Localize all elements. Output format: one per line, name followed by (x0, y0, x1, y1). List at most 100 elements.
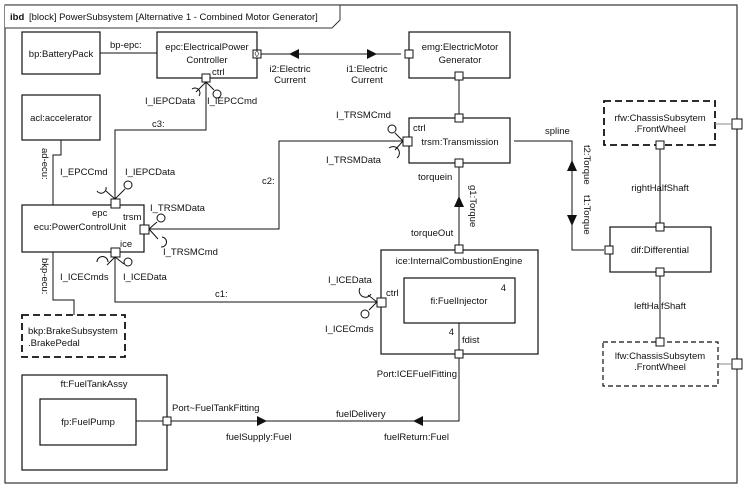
connector-bkp-ecu[interactable] (52, 252, 75, 315)
frame-title-tab (5, 4, 341, 29)
arrow-left-icon (413, 416, 423, 426)
spline-label: spline (545, 126, 570, 137)
trsm-cmd-label: I_TRSMCmd (336, 110, 391, 121)
ice-ctrl-port[interactable] (376, 297, 387, 308)
i1-label-line1: i1:Electric (346, 64, 387, 75)
part-fuel-injector[interactable]: fi:FuelInjector 4 (403, 277, 516, 324)
epc-ctrl-label: ctrl (212, 67, 225, 78)
battery-pack-label: bp:BatteryPack (29, 49, 94, 60)
frame-title: [block] PowerSubsystem [Alternative 1 - … (29, 12, 318, 23)
i2-label-line1: i2:Electric (269, 64, 310, 75)
part-right-front-wheel[interactable]: rfw:ChassisSubsytem .FrontWheel (603, 100, 716, 146)
c2-label: c2: (262, 176, 275, 187)
part-electric-motor-generator[interactable]: emg:ElectricMotor Generator (408, 31, 511, 79)
rfw-label-line1: rfw:ChassisSubsytem (614, 113, 705, 124)
emg-shaft-port[interactable] (454, 71, 464, 81)
c3-label: c3: (152, 119, 165, 130)
trsm-torquein-port[interactable] (454, 158, 464, 168)
fuel-delivery-label: fuelDelivery (336, 409, 386, 420)
trsm-shaft-port[interactable] (454, 113, 464, 123)
ecu-label: ecu:PowerControlUnit (34, 222, 127, 233)
epc-label-line2: Controller (186, 55, 227, 66)
part-power-control-unit[interactable]: ecu:PowerControlUnit (21, 204, 145, 253)
ecu-icecmds-label: I_ICECmds (60, 272, 109, 283)
bkp-label-line1: bkp:BrakeSubsystem (28, 326, 118, 337)
rfw-label-line2: .FrontWheel (634, 124, 686, 135)
ecu-ice-port-label: ice (120, 239, 132, 250)
t2-label: t2:Torque (581, 145, 592, 185)
socket-icon (96, 186, 107, 194)
rfw-shaft-port[interactable] (655, 140, 665, 150)
part-electrical-power-controller[interactable]: epc:ElectricalPower Controller (156, 31, 258, 79)
c1-label: c1: (215, 289, 228, 300)
connector-bp-epc-label: bp-epc: (110, 40, 142, 51)
fuel-supply-label: fuelSupply:Fuel (226, 432, 291, 443)
g1-label: g1:Torque (467, 185, 478, 227)
lollipop-icon (123, 257, 133, 267)
lfw-shaft-port[interactable] (655, 337, 665, 347)
lollipop-icon (387, 124, 397, 134)
lollipop-icon (123, 180, 133, 190)
part-brake-pedal[interactable]: bkp:BrakeSubsystem .BrakePedal (21, 314, 126, 358)
socket-icon (358, 287, 372, 298)
part-battery-pack[interactable]: bp:BatteryPack (21, 31, 101, 75)
ice-data-label: I_ICEData (328, 275, 373, 286)
epc-iepcdata-label: I_IEPCData (145, 96, 196, 107)
part-differential[interactable]: dif:Differential (609, 226, 712, 273)
trsm-data-label: I_TRSMData (326, 155, 382, 166)
differential-label: dif:Differential (631, 245, 689, 256)
boundary-port-right-front[interactable] (731, 118, 743, 130)
ice-ctrl-label: ctrl (386, 288, 399, 299)
connector-c1[interactable] (114, 257, 377, 303)
connector-c2[interactable] (149, 140, 403, 230)
fuel-tank-fitting-label: Port~FuelTankFitting (172, 403, 259, 414)
socket-icon (160, 236, 168, 248)
emg-power-port[interactable] (404, 49, 414, 59)
lollipop-icon (212, 89, 222, 99)
ad-ecu-label: ad-ecu: (39, 148, 50, 180)
emg-label-line2: Generator (439, 55, 482, 66)
ecu-epccmd-label: I_EPCCmd (60, 167, 108, 178)
ecu-trsmcmd-label: I_TRSMCmd (163, 247, 218, 258)
i1-label-line2: Current (351, 75, 383, 86)
part-accelerator[interactable]: acl:accelerator (21, 94, 101, 141)
socket-icon (191, 87, 201, 97)
ecu-trsm-port[interactable] (139, 224, 150, 235)
socket-icon (96, 256, 109, 263)
ice-fuel-port[interactable] (454, 349, 464, 359)
lollipop-icon (156, 213, 166, 223)
trsm-ctrl-label: ctrl (413, 123, 426, 134)
fuel-tank-fitting-port[interactable] (162, 416, 172, 426)
bkp-label-line2: .BrakePedal (28, 338, 80, 349)
epc-iepccmd-label: I_IEPCCmd (207, 96, 257, 107)
ice-torqueout-port[interactable] (454, 244, 464, 254)
fdist-multiplicity: 4 (449, 327, 454, 338)
connector-spline[interactable] (514, 140, 604, 251)
boundary-port-left-front[interactable] (731, 358, 743, 370)
frame-keyword: ibd (10, 12, 24, 23)
ecu-trsm-port-label: trsm (123, 212, 142, 223)
epc-label-line1: epc:ElectricalPower (165, 42, 248, 53)
arrow-down-icon (567, 215, 577, 226)
ice-cmds-label: I_ICECmds (325, 324, 374, 335)
dif-left-port[interactable] (655, 267, 665, 277)
ice-label: ice:InternalCombustionEngine (396, 256, 523, 267)
fuel-injector-multiplicity: 4 (501, 283, 506, 294)
epc-ctrl-port[interactable] (201, 73, 211, 83)
trsm-ctrl-port[interactable] (402, 136, 413, 147)
part-transmission[interactable]: ctrl trsm:Transmission (408, 117, 511, 164)
arrow-up-icon (454, 196, 464, 207)
dif-input-port[interactable] (604, 245, 614, 255)
dif-right-port[interactable] (655, 222, 665, 232)
arrow-right-icon (367, 49, 377, 59)
part-fuel-pump[interactable]: fp:FuelPump (39, 398, 137, 446)
ecu-epc-port[interactable] (110, 198, 121, 209)
fuel-injector-label: fi:FuelInjector (430, 296, 487, 307)
ecu-ice-port[interactable] (110, 247, 121, 258)
connector-c3[interactable] (114, 112, 207, 199)
emg-label-line1: emg:ElectricMotor (422, 42, 499, 53)
connector-ad-ecu[interactable] (52, 140, 62, 205)
lfw-label-line2: .FrontWheel (634, 362, 686, 373)
arrow-up-icon (567, 160, 577, 171)
part-left-front-wheel[interactable]: lfw:ChassisSubsytem .FrontWheel (602, 341, 719, 387)
